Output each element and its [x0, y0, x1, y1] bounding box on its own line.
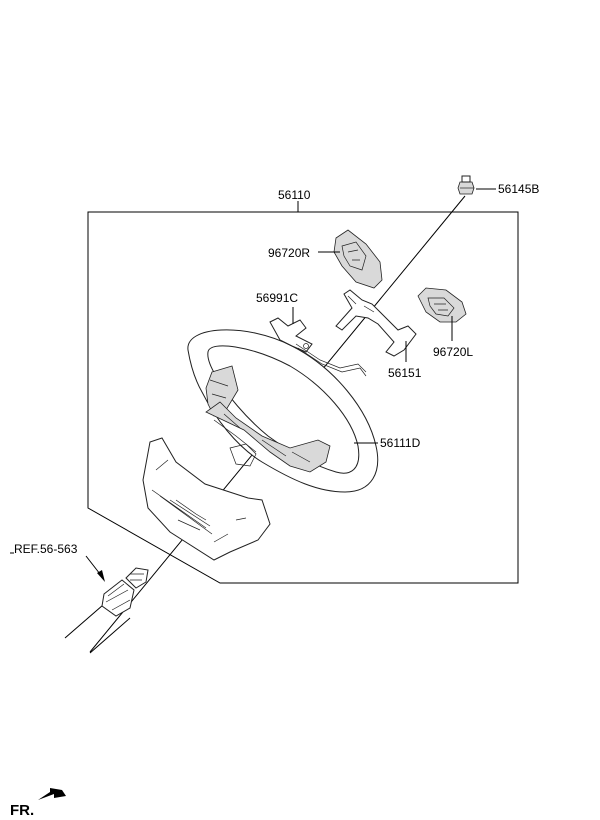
- label-reference: REF.56-563: [14, 542, 78, 556]
- label-bolt: 56145B: [498, 182, 539, 196]
- bracket-c: [269, 317, 367, 377]
- front-arrow-icon: [38, 788, 66, 800]
- label-assembly: 56110: [278, 188, 311, 202]
- switch-right: [333, 229, 383, 289]
- label-switch-left: 96720L: [433, 345, 473, 359]
- front-indicator: FR.: [10, 788, 66, 819]
- steering-wheel: [187, 329, 379, 493]
- assembly-boundary: [87, 211, 519, 584]
- leader-reference: [85, 555, 101, 575]
- label-bracket: 56151: [388, 366, 422, 380]
- switch-left: [417, 287, 467, 323]
- front-label: FR.: [10, 802, 34, 819]
- leader-reference-arrow: [97, 570, 105, 582]
- lower-cover: [142, 437, 271, 561]
- label-switch-right: 96720R: [268, 246, 310, 260]
- bracket: [335, 289, 417, 357]
- label-wheel-body: 56111D: [380, 436, 421, 450]
- steering-column: [64, 567, 149, 654]
- label-bracket-c: 56991C: [256, 291, 298, 305]
- bolt: [457, 175, 475, 195]
